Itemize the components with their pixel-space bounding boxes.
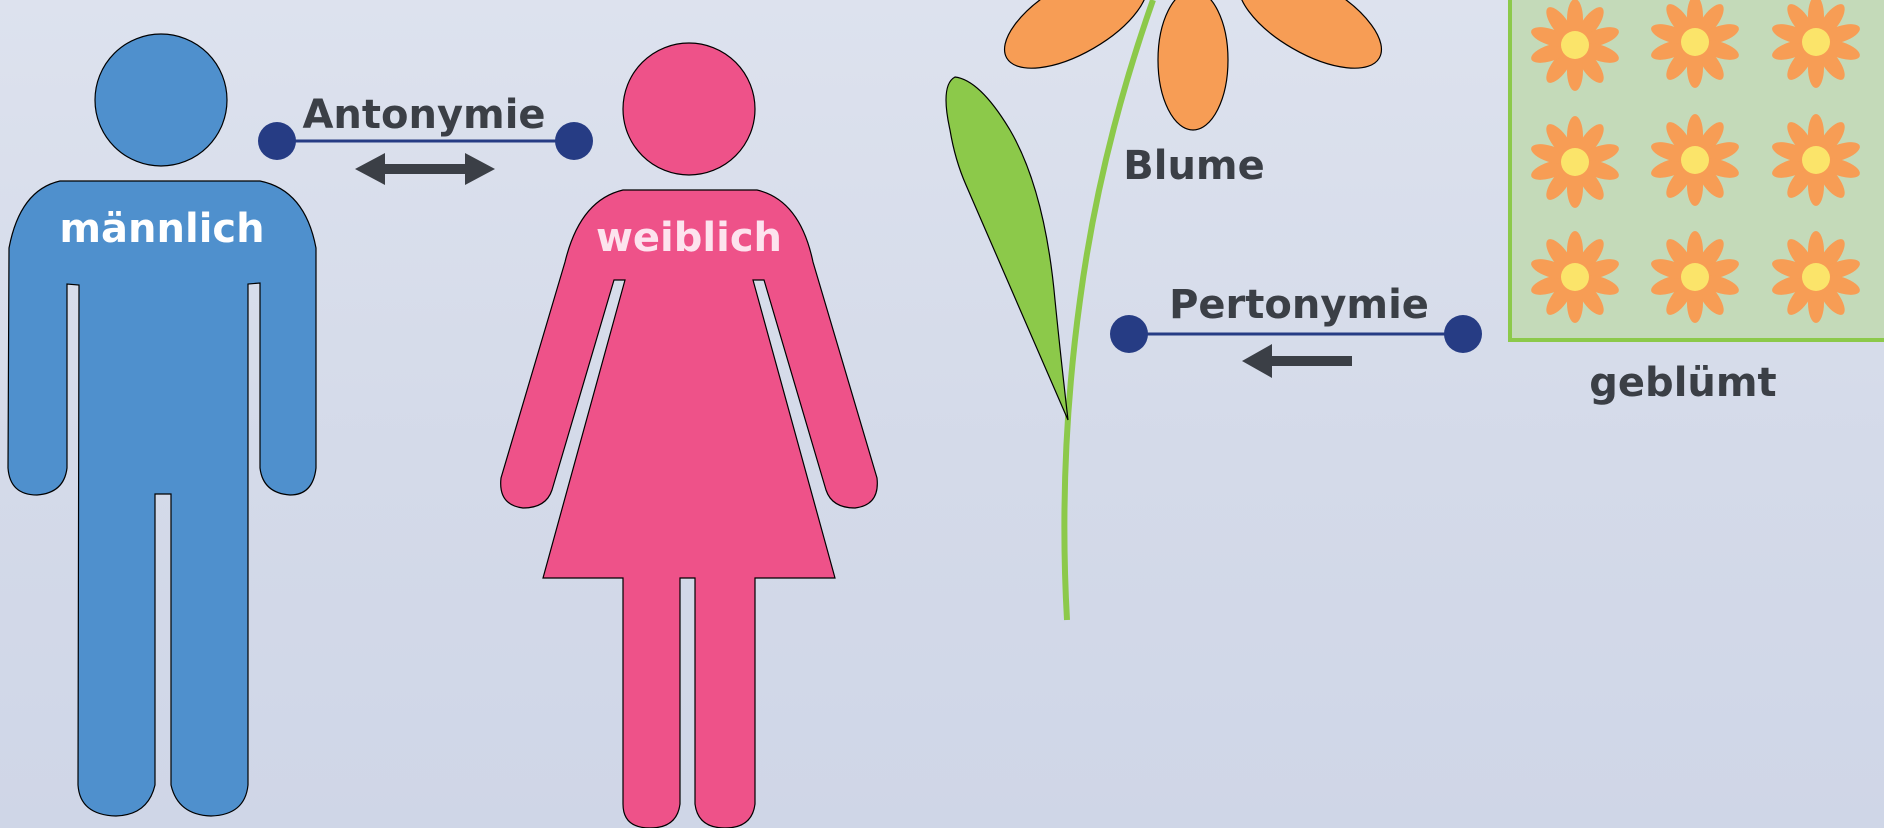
female-figure [501,43,878,828]
male-head [95,34,227,166]
pertonymy-node-right [1444,315,1482,353]
flower-petal [1158,0,1228,130]
male-body [8,181,316,816]
male-label: männlich [59,206,264,252]
flower-petals [989,0,1397,130]
left-arrow-icon [1242,344,1352,378]
pertonymy-label: Pertonymie [1169,282,1429,328]
female-head [623,43,755,175]
pattern-label: geblümt [1589,360,1776,406]
flower-stem [1064,0,1153,620]
flower-label: Blume [1123,143,1264,189]
flower-petal [1223,0,1397,88]
antonymy-label: Antonymie [302,92,545,138]
antonymy-node-right [555,122,593,160]
female-label: weiblich [596,215,782,261]
double-arrow-icon [355,153,495,185]
female-body [501,190,878,828]
pertonymy-node-left [1110,315,1148,353]
antonymy-node-left [258,122,296,160]
floral-pattern-swatch [1510,0,1884,340]
flower-leaf [946,77,1068,420]
